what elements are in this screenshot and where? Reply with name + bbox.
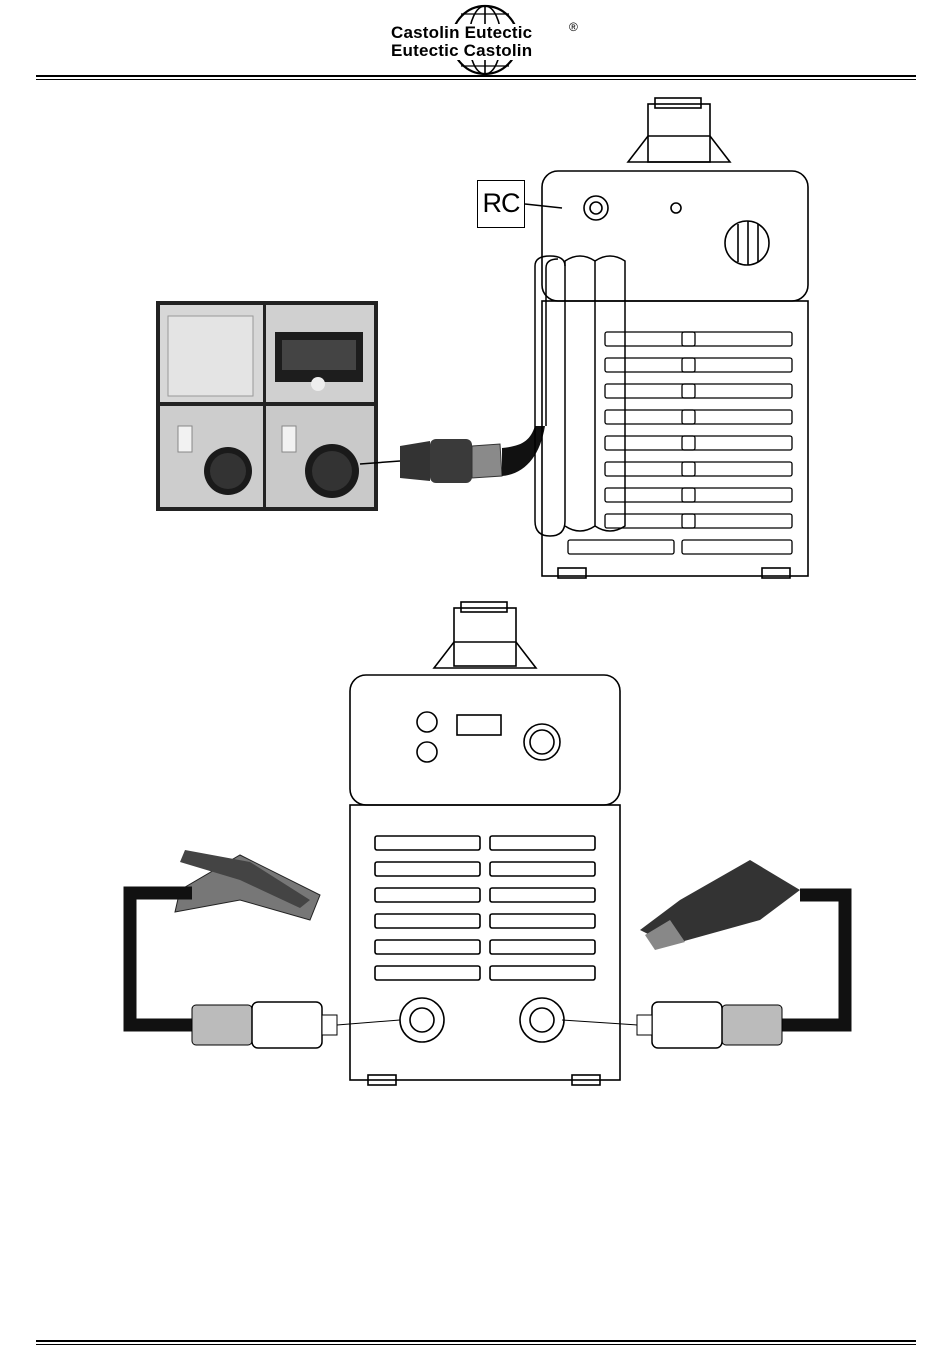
rear-vent-grille <box>568 332 792 554</box>
earth-clamp-icon <box>175 850 320 920</box>
earth-cable <box>130 893 195 1025</box>
welding-cable-connection-figure <box>110 600 865 1095</box>
welder-rear-panel-icon <box>525 98 808 578</box>
electrode-cable-plug <box>562 1002 782 1048</box>
earth-cable-plug <box>192 1002 400 1048</box>
logo-text-line1: Castolin Eutectic <box>389 24 534 42</box>
welder-front-panel-icon <box>350 602 620 1085</box>
electrode-holder-icon <box>640 860 800 950</box>
registered-mark: ® <box>569 20 578 34</box>
rc-callout-label: RC <box>477 180 525 228</box>
power-socket-panel-icon <box>156 301 400 511</box>
logo-text-line2: Eutectic Castolin <box>389 42 534 60</box>
footer-rule <box>36 1340 916 1345</box>
header-rule <box>36 75 916 80</box>
mains-plug-icon <box>400 426 545 483</box>
mains-connection-figure <box>150 96 830 591</box>
brand-logo: Castolin Eutectic Eutectic Castolin ® <box>385 4 585 76</box>
